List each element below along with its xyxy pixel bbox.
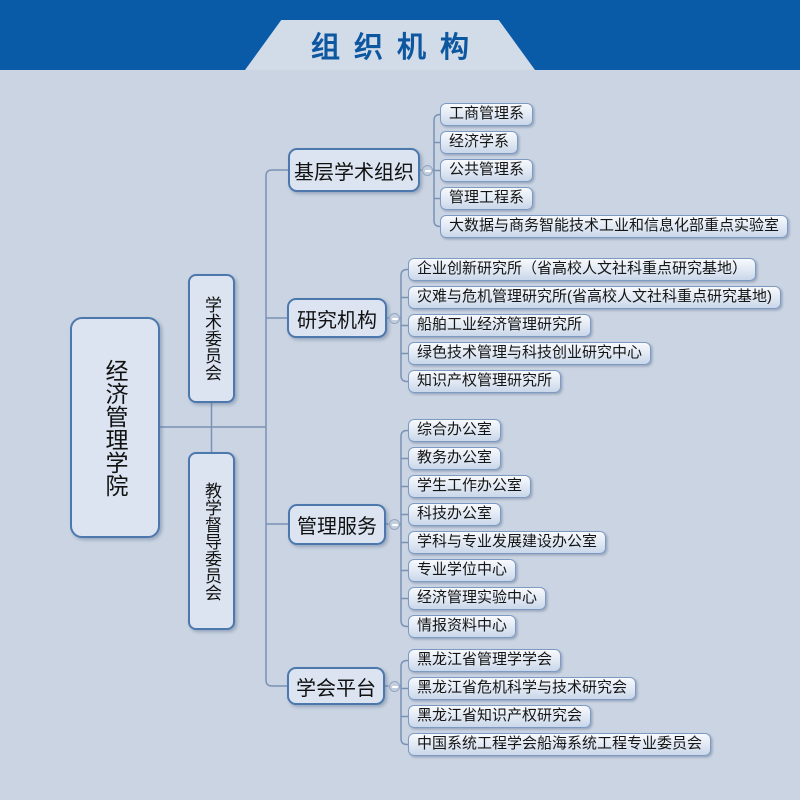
leaf-node[interactable]: 灾难与危机管理研究所(省高校人文社科重点研究基地) xyxy=(408,286,781,309)
leaf-node[interactable]: 绿色技术管理与科技创业研究中心 xyxy=(408,342,652,365)
leaf-node[interactable]: 情报资料中心 xyxy=(408,615,517,638)
branch-node-society-platform[interactable]: 学会平台 xyxy=(287,667,385,705)
leaf-node[interactable]: 工商管理系 xyxy=(440,103,534,126)
root-node[interactable]: 经济管理学院 xyxy=(70,317,160,538)
collapse-button[interactable] xyxy=(389,519,400,530)
leaf-node[interactable]: 管理工程系 xyxy=(440,187,534,210)
leaf-node[interactable]: 中国系统工程学会船海系统工程专业委员会 xyxy=(408,733,712,756)
leaf-node[interactable]: 知识产权管理研究所 xyxy=(408,370,562,393)
collapse-button[interactable] xyxy=(389,313,400,324)
committee-node-academic[interactable]: 学术委员会 xyxy=(188,274,235,403)
collapse-button[interactable] xyxy=(389,681,400,692)
leaf-node[interactable]: 黑龙江省危机科学与技术研究会 xyxy=(408,677,637,700)
leaf-node[interactable]: 船舶工业经济管理研究所 xyxy=(408,314,592,337)
branch-node-admin-services[interactable]: 管理服务 xyxy=(288,504,386,545)
leaf-node[interactable]: 学科与专业发展建设办公室 xyxy=(408,531,607,554)
leaf-node[interactable]: 教务办公室 xyxy=(408,447,502,470)
header-trapezoid: 组织机构 xyxy=(245,20,535,70)
leaf-node[interactable]: 企业创新研究所（省高校人文社科重点研究基地） xyxy=(408,258,757,281)
branch-node-research[interactable]: 研究机构 xyxy=(287,298,387,338)
minus-icon xyxy=(391,317,398,320)
branch-node-academic-orgs[interactable]: 基层学术组织 xyxy=(288,148,420,192)
leaf-node[interactable]: 黑龙江省管理学学会 xyxy=(408,649,562,672)
committee-node-teaching-supervision[interactable]: 教学督导委员会 xyxy=(188,452,235,630)
minus-icon xyxy=(391,523,398,526)
minus-icon xyxy=(391,685,398,688)
leaf-node[interactable]: 专业学位中心 xyxy=(408,559,517,582)
leaf-node[interactable]: 经济学系 xyxy=(440,131,519,154)
leaf-node[interactable]: 学生工作办公室 xyxy=(408,475,532,498)
leaf-node[interactable]: 综合办公室 xyxy=(408,419,502,442)
leaf-node[interactable]: 科技办公室 xyxy=(408,503,502,526)
collapse-button[interactable] xyxy=(422,165,433,176)
leaf-node[interactable]: 经济管理实验中心 xyxy=(408,587,547,610)
leaf-node[interactable]: 公共管理系 xyxy=(440,159,534,182)
page-title: 组织机构 xyxy=(310,32,483,64)
leaf-node[interactable]: 大数据与商务智能技术工业和信息化部重点实验室 xyxy=(440,215,789,238)
minus-icon xyxy=(424,169,431,172)
leaf-node[interactable]: 黑龙江省知识产权研究会 xyxy=(408,705,592,728)
